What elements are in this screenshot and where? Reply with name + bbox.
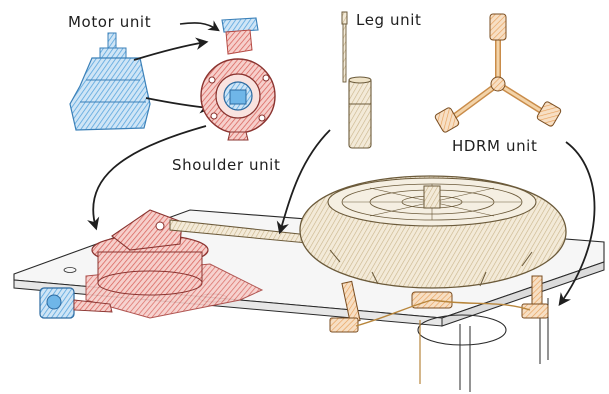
shoulder-unit-label: Shoulder unit [172, 156, 280, 174]
shoulder-unit-drawing [201, 18, 275, 140]
leg-unit-label: Leg unit [356, 11, 421, 29]
hdrm-body [300, 176, 566, 288]
leg-unit-drawing [342, 12, 371, 148]
hdrm-unit-drawing [434, 14, 562, 133]
motor-unit-label: Motor unit [68, 13, 151, 31]
motor-to-shoulder-arrow-upper [134, 42, 206, 60]
motor-label-arrow [180, 23, 218, 30]
motor-to-shoulder-arrow-lower [146, 98, 210, 108]
hdrm-unit-label: HDRM unit [452, 137, 537, 155]
motor-unit-drawing [70, 33, 150, 130]
